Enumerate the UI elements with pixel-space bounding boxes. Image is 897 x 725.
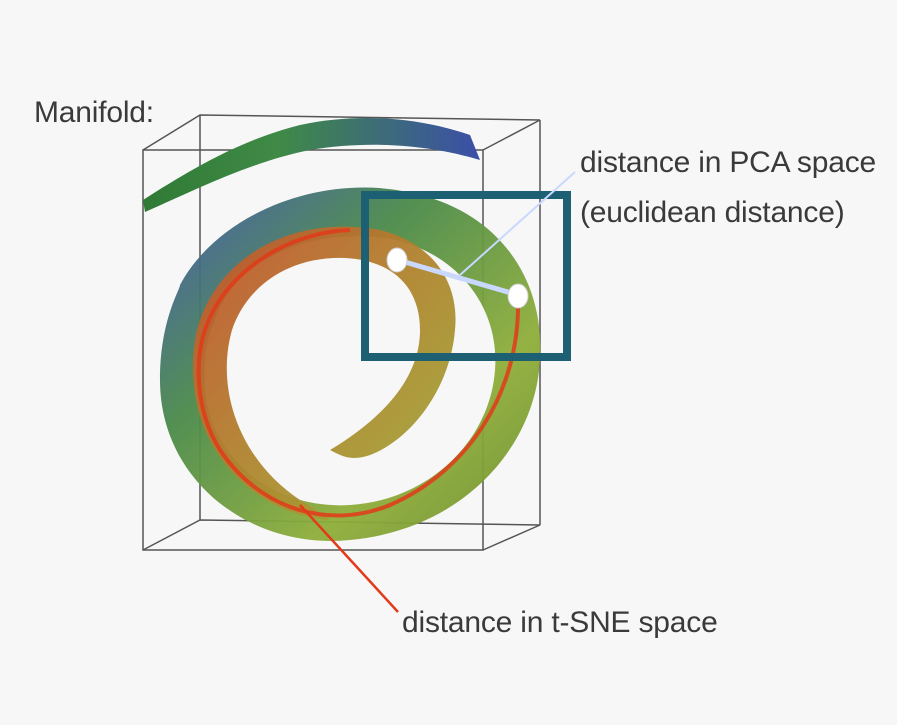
manifold-inner-band <box>192 226 456 521</box>
pca-label-connector <box>459 171 576 276</box>
tsne-label-connector <box>299 504 399 613</box>
euclidean-distance-label: (euclidean distance) <box>580 196 845 229</box>
tsne-manifold-path <box>196 228 521 518</box>
manifold-tail <box>143 117 480 212</box>
point-a <box>386 247 408 273</box>
highlight-box <box>361 191 571 361</box>
manifold-label: Manifold: <box>34 96 154 129</box>
tsne-distance-label: distance in t-SNE space <box>402 606 718 639</box>
point-b <box>507 283 529 309</box>
pca-distance-label: distance in PCA space <box>580 146 876 179</box>
pca-distance-line <box>397 257 519 298</box>
